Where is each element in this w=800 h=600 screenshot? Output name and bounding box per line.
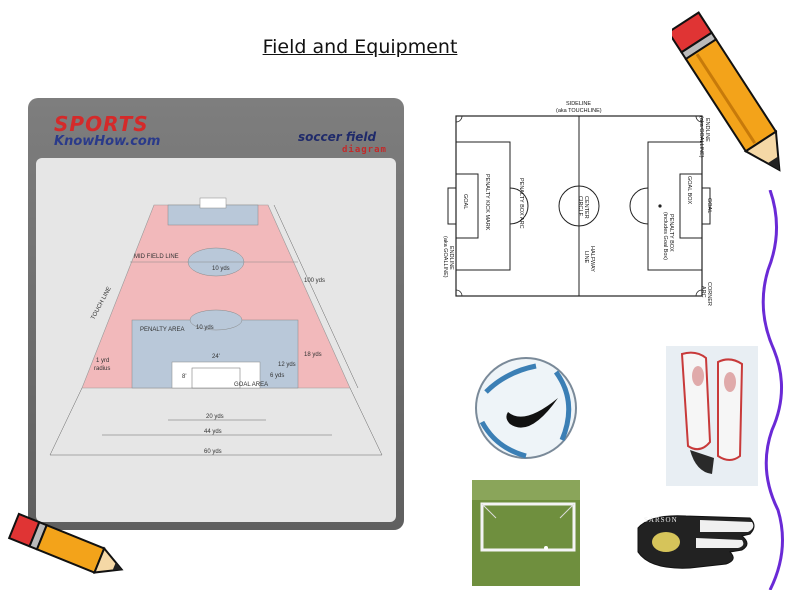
label-circle: CIRCLE: [577, 196, 583, 217]
label-penalty-box-includes: (includes Goal Box): [662, 212, 668, 260]
label-10yds-mid: 10 yds: [196, 325, 214, 331]
label-radius: radius: [94, 366, 110, 372]
right-penalty-arc: [629, 187, 649, 225]
label-endline-right-aka: (aka GOALLINE): [698, 116, 704, 158]
label-1yrd: 1 yrd: [96, 358, 109, 364]
label-24ft: 24': [212, 354, 220, 360]
label-penalty-box: PENALTY BOX: [668, 214, 674, 252]
label-endline-left: ENDLINE: [448, 246, 454, 270]
label-20yds: 20 yds: [206, 414, 224, 420]
diagram-subheading: diagram: [342, 145, 387, 155]
shin-guards-image: [666, 346, 758, 486]
label-goal-right: GOAL: [706, 198, 712, 213]
pencil-clipart-top: [672, 11, 781, 172]
near-goal: [191, 367, 241, 389]
page-title: Field and Equipment: [262, 36, 458, 58]
length-dim-line: [273, 204, 359, 389]
side-ext-left: [49, 387, 83, 456]
glove-brand-text: SARSON: [644, 516, 678, 524]
label-penalty-area: PENALTY AREA: [140, 327, 184, 333]
label-arc: ARC: [700, 286, 706, 298]
label-touch-line: TOUCH LINE: [90, 286, 112, 321]
perspective-field-diagram: MID FIELD LINE 10 yds TOUCH LINE 100 yds…: [49, 197, 383, 456]
label-endline-right: ENDLINE: [704, 118, 710, 142]
right-penalty-mark: [658, 204, 662, 208]
swoosh-logo: [506, 398, 558, 428]
purple-scribble: [761, 190, 784, 590]
label-sideline: SIDELINE: [566, 101, 591, 107]
brand-logo-domain: KnowHow.com: [54, 134, 161, 149]
label-goal-area: GOAL AREA: [234, 382, 268, 388]
corner-arc-tl: [455, 115, 463, 123]
left-penalty-arc: [509, 187, 529, 225]
label-mid-field-line: MID FIELD LINE: [134, 254, 179, 260]
label-corner: CORNER: [706, 282, 712, 306]
goalkeeper-glove-image: SARSON: [630, 506, 760, 574]
top-view-field-diagram: SIDELINE (aka TOUCHLINE) ENDLINE (aka GO…: [442, 101, 712, 306]
label-44yds: 44 yds: [204, 429, 222, 435]
penalty-arc: [189, 309, 243, 331]
corner-arc-br: [695, 289, 703, 297]
label-penalty-box-arc: PENALTY BOX ARC: [518, 178, 524, 229]
corner-arc-bl: [455, 289, 463, 297]
label-center: CENTER: [583, 196, 589, 219]
left-goal: [447, 187, 457, 225]
label-goal-box: GOAL BOX: [686, 176, 692, 205]
label-6yds: 6 yds: [270, 373, 284, 379]
label-10yds-top: 10 yds: [212, 266, 230, 272]
diagram-heading: soccer field: [298, 130, 377, 144]
label-12yds: 12 yds: [278, 362, 296, 368]
goal-net-image: [472, 480, 580, 586]
label-8ft: 8': [182, 374, 186, 380]
label-line: LINE: [583, 251, 589, 264]
center-circle: [558, 185, 600, 227]
right-goal: [701, 187, 711, 225]
label-goal-left: GOAL: [462, 194, 468, 209]
pencil-clipart-bottom: [7, 512, 124, 574]
brand-logo-text: SPORTS: [54, 112, 149, 136]
label-penalty-kick-mark: PENALTY KICK MARK: [484, 174, 490, 231]
corner-arc-tr: [695, 115, 703, 123]
label-halfway: HALFWAY: [589, 246, 595, 272]
label-sideline-aka: (aka TOUCHLINE): [556, 108, 602, 114]
far-goal: [199, 197, 227, 209]
label-18yds: 18 yds: [304, 352, 322, 358]
soccer-ball-image: [475, 357, 577, 459]
label-60yds: 60 yds: [204, 449, 222, 455]
label-endline-left-aka: (aka GOALLINE): [442, 236, 448, 278]
side-ext-right: [349, 387, 383, 456]
label-100yds: 100 yds: [304, 278, 325, 284]
